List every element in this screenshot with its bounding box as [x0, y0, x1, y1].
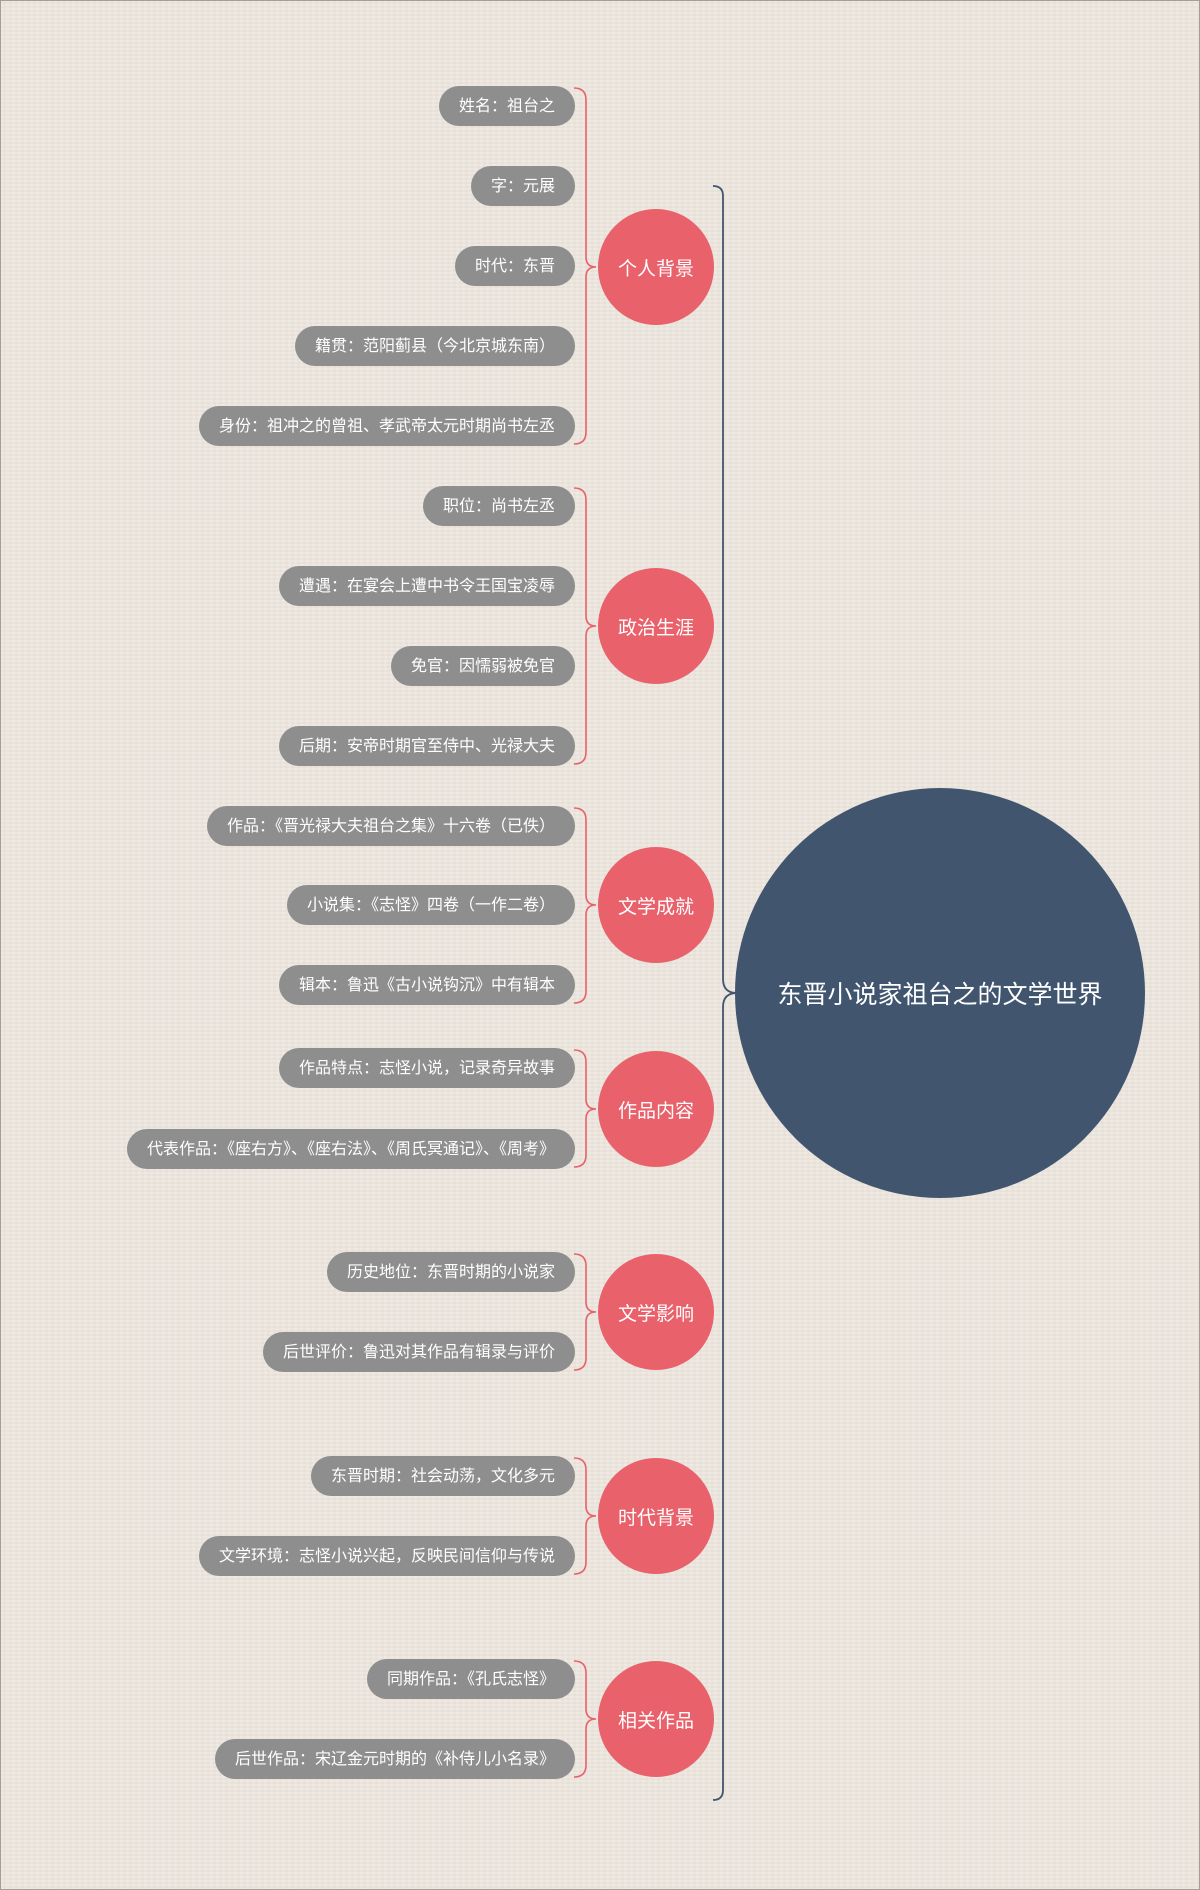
branch-bracket	[573, 1049, 597, 1168]
branch-label: 个人背景	[617, 257, 694, 280]
branch-label: 相关作品	[617, 1709, 694, 1732]
branch-label: 文学成就	[617, 895, 694, 918]
leaf-node: 同期作品：《孔氏志怪》	[366, 1659, 575, 1699]
branch-node: 相关作品	[598, 1661, 714, 1777]
branch-node: 个人背景	[598, 209, 714, 325]
branch-bracket	[573, 1660, 597, 1778]
leaf-node: 小说集：《志怪》四卷（一作二卷）	[286, 885, 575, 925]
trunk-bracket	[712, 185, 738, 1801]
leaf-node: 作品：《晋光禄大夫祖台之集》十六卷（已佚）	[206, 806, 575, 846]
leaf-node: 历史地位：东晋时期的小说家	[326, 1252, 575, 1292]
branch-node: 时代背景	[598, 1458, 714, 1574]
branch-node: 政治生涯	[598, 568, 714, 684]
leaf-node: 免官：因懦弱被免官	[390, 646, 575, 686]
leaf-node: 职位：尚书左丞	[422, 486, 575, 526]
central-topic: 东晋小说家祖台之的文学世界	[735, 788, 1145, 1198]
central-topic-label: 东晋小说家祖台之的文学世界	[777, 980, 1103, 1009]
leaf-node: 东晋时期：社会动荡，文化多元	[310, 1456, 575, 1496]
branch-node: 文学成就	[598, 847, 714, 963]
leaf-node: 代表作品：《座右方》、《座右法》、《周氏冥通记》、《周考》	[126, 1129, 575, 1169]
branch-label: 政治生涯	[617, 616, 694, 639]
branch-bracket	[573, 487, 597, 765]
leaf-node: 文学环境：志怪小说兴起，反映民间信仰与传说	[198, 1536, 575, 1576]
leaf-node: 后期：安帝时期官至侍中、光禄大夫	[278, 726, 575, 766]
leaf-node: 后世作品：宋辽金元时期的《补侍儿小名录》	[214, 1739, 575, 1779]
leaf-node: 姓名：祖台之	[438, 86, 575, 126]
branch-node: 作品内容	[598, 1051, 714, 1167]
leaf-node: 时代：东晋	[454, 246, 575, 286]
branch-bracket	[573, 87, 597, 445]
leaf-node: 辑本：鲁迅《古小说钩沉》中有辑本	[278, 965, 575, 1005]
branch-bracket	[573, 807, 597, 1004]
branch-label: 作品内容	[617, 1099, 694, 1122]
leaf-node: 字：元展	[470, 166, 575, 206]
branch-label: 文学影响	[617, 1302, 694, 1325]
branch-node: 文学影响	[598, 1254, 714, 1370]
branch-label: 时代背景	[617, 1506, 694, 1529]
branch-bracket	[573, 1457, 597, 1575]
branch-bracket	[573, 1253, 597, 1371]
leaf-node: 身份：祖冲之的曾祖、孝武帝太元时期尚书左丞	[198, 406, 575, 446]
leaf-node: 遭遇：在宴会上遭中书令王国宝凌辱	[278, 566, 575, 606]
leaf-node: 作品特点：志怪小说，记录奇异故事	[278, 1048, 575, 1088]
leaf-node: 后世评价：鲁迅对其作品有辑录与评价	[262, 1332, 575, 1372]
leaf-node: 籍贯：范阳蓟县（今北京城东南）	[294, 326, 575, 366]
